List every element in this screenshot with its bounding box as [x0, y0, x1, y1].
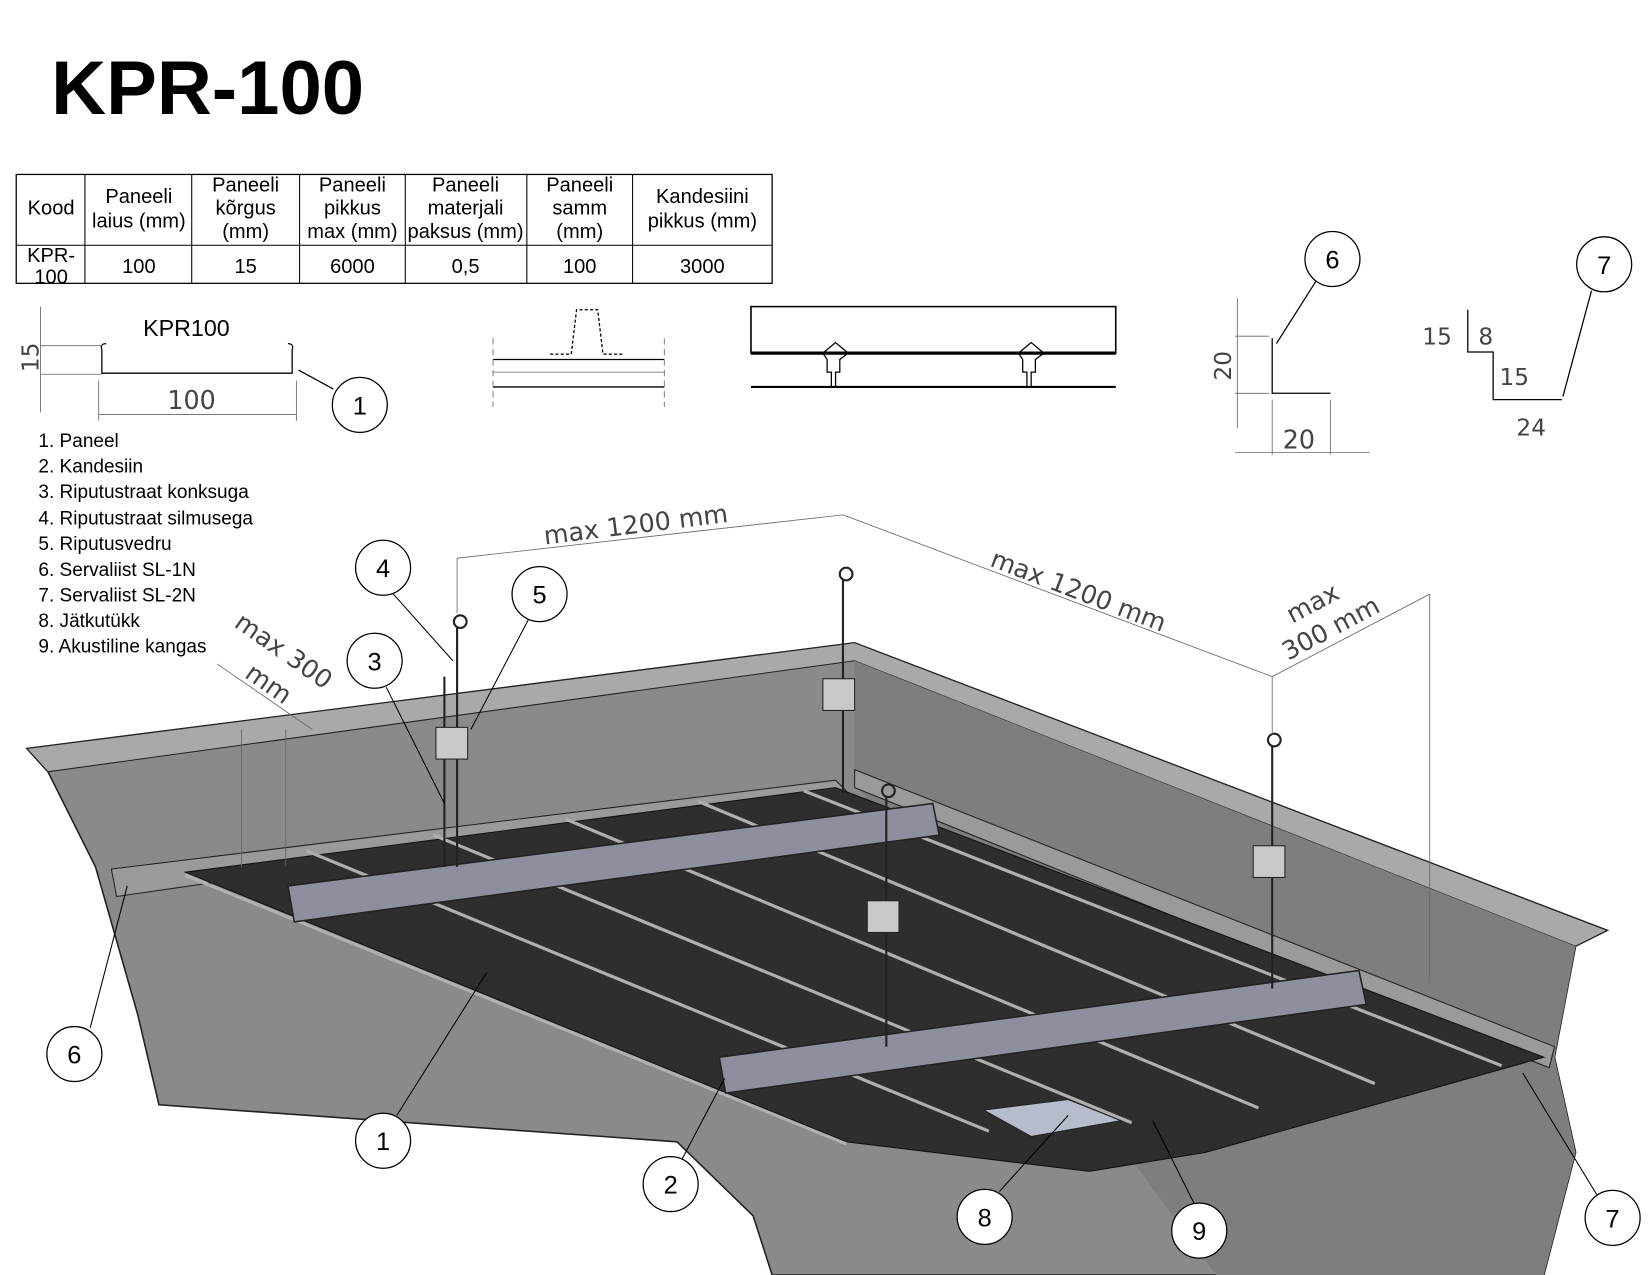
ceiling-isometric-view: max 1200 mm max 1200 mm max 300 mm max 3…: [25, 498, 1641, 1275]
callout-8: 8: [956, 1188, 1013, 1245]
profile-height-label: 15: [17, 343, 44, 373]
dimension-lines: [216, 514, 1431, 984]
table-header-row: Kood Paneeli laius (mm) Paneeli kõrgus (…: [28, 174, 757, 243]
legend-item: 1. Paneel: [38, 431, 118, 452]
svg-text:5: 5: [532, 582, 546, 610]
sl2n-dim-a: 15: [1422, 324, 1452, 351]
callout-9: 9: [1171, 1202, 1228, 1259]
callout-3: 3: [346, 632, 403, 689]
header-korgus: (mm): [222, 221, 269, 243]
svg-text:2: 2: [664, 1172, 678, 1200]
carrier-side-detail: [750, 305, 1117, 388]
legend-list: 1. Paneel 2. Kandesiin 3. Riputustraat k…: [38, 431, 253, 657]
callout-7: 7: [1597, 252, 1611, 280]
legend-item: 3. Riputustraat konksuga: [38, 482, 249, 503]
page-title: KPR-100: [51, 46, 364, 131]
sl1n-height-label: 20: [1210, 351, 1237, 381]
callout-6-view: 6: [46, 1025, 103, 1083]
header-samm: (mm): [556, 221, 603, 243]
header-paksus: Paneeli: [432, 174, 499, 196]
sl2n-dim-b: 8: [1478, 324, 1493, 351]
cell-samm: 100: [563, 256, 597, 278]
header-laius: Paneeli: [105, 186, 172, 208]
callout-circle: [331, 376, 388, 434]
legend-item: 6. Servaliist SL-1N: [38, 560, 195, 581]
header-kandesiin: pikkus (mm): [648, 210, 757, 232]
legend-item: 4. Riputustraat silmusega: [38, 508, 253, 529]
table-data-row: KPR- 100 100 15 6000 0,5 100 3000: [27, 245, 725, 288]
cell-pikkus: 6000: [330, 256, 375, 278]
hanger-springs: [435, 678, 1286, 933]
callout-5: 5: [511, 566, 568, 623]
cell-kandesiin: 3000: [680, 256, 725, 278]
cell-korgus: 15: [234, 256, 256, 278]
legend-item: 9. Akustiline kangas: [38, 636, 206, 657]
panel-profile-detail: KPR100 15 100 1: [17, 306, 388, 434]
header-samm: samm: [552, 198, 607, 220]
header-korgus: kõrgus: [216, 198, 276, 220]
dimension-span-2: max 1200 mm: [987, 543, 1171, 637]
header-pikkus: Paneeli: [319, 174, 386, 196]
sl1n-profile-detail: 20 20 6: [1210, 230, 1370, 455]
sl2n-dim-d: 24: [1516, 415, 1546, 442]
dimension-span-1: max 1200 mm: [542, 498, 730, 550]
header-pikkus: pikkus: [324, 198, 381, 220]
carrier-section-detail: [492, 309, 665, 408]
header-korgus: Paneeli: [212, 174, 279, 196]
svg-text:6: 6: [67, 1042, 81, 1070]
profile-name: KPR100: [143, 315, 230, 341]
profile-width-label: 100: [167, 385, 215, 415]
svg-text:8: 8: [978, 1204, 992, 1232]
callout-1-view: 1: [354, 1112, 412, 1169]
sl2n-dim-c: 15: [1500, 364, 1530, 391]
sl1n-width-label: 20: [1283, 424, 1315, 454]
cell-paksus: 0,5: [452, 256, 480, 278]
svg-text:4: 4: [376, 555, 390, 583]
cell-laius: 100: [122, 256, 156, 278]
carrier-rail-back: [287, 802, 941, 923]
header-paksus: materjali: [428, 198, 504, 220]
header-pikkus: max (mm): [307, 221, 397, 243]
sl2n-profile-detail: 15 8 15 24 7: [1422, 236, 1633, 442]
callout-7-view: 7: [1584, 1189, 1641, 1247]
joint-piece: [981, 1098, 1123, 1138]
callout-4: 4: [354, 539, 412, 596]
header-laius: laius (mm): [92, 210, 186, 232]
legend-item: 8. Jätkutükk: [38, 611, 140, 632]
spec-table: Kood Paneeli laius (mm) Paneeli kõrgus (…: [15, 173, 773, 288]
callout-2: 2: [642, 1155, 699, 1213]
legend-item: 7. Servaliist SL-2N: [38, 586, 195, 607]
svg-text:3: 3: [368, 648, 382, 676]
cell-kood: KPR-: [27, 245, 75, 267]
edge-trim-right: [854, 768, 1556, 1069]
cell-kood: 100: [34, 266, 67, 288]
svg-text:7: 7: [1606, 1205, 1620, 1233]
callout-leaders: [89, 591, 1598, 1206]
svg-text:9: 9: [1192, 1218, 1206, 1246]
header-paksus: paksus (mm): [408, 221, 524, 243]
legend-item: 5. Riputusvedru: [38, 534, 171, 555]
legend-item: 2. Kandesiin: [38, 457, 143, 478]
header-kood: Kood: [28, 198, 75, 220]
callout-1: 1: [353, 392, 367, 420]
header-samm: Paneeli: [546, 174, 613, 196]
callout-6: 6: [1325, 247, 1339, 275]
svg-text:1: 1: [376, 1128, 390, 1156]
header-kandesiin: Kandesiini: [656, 186, 749, 208]
